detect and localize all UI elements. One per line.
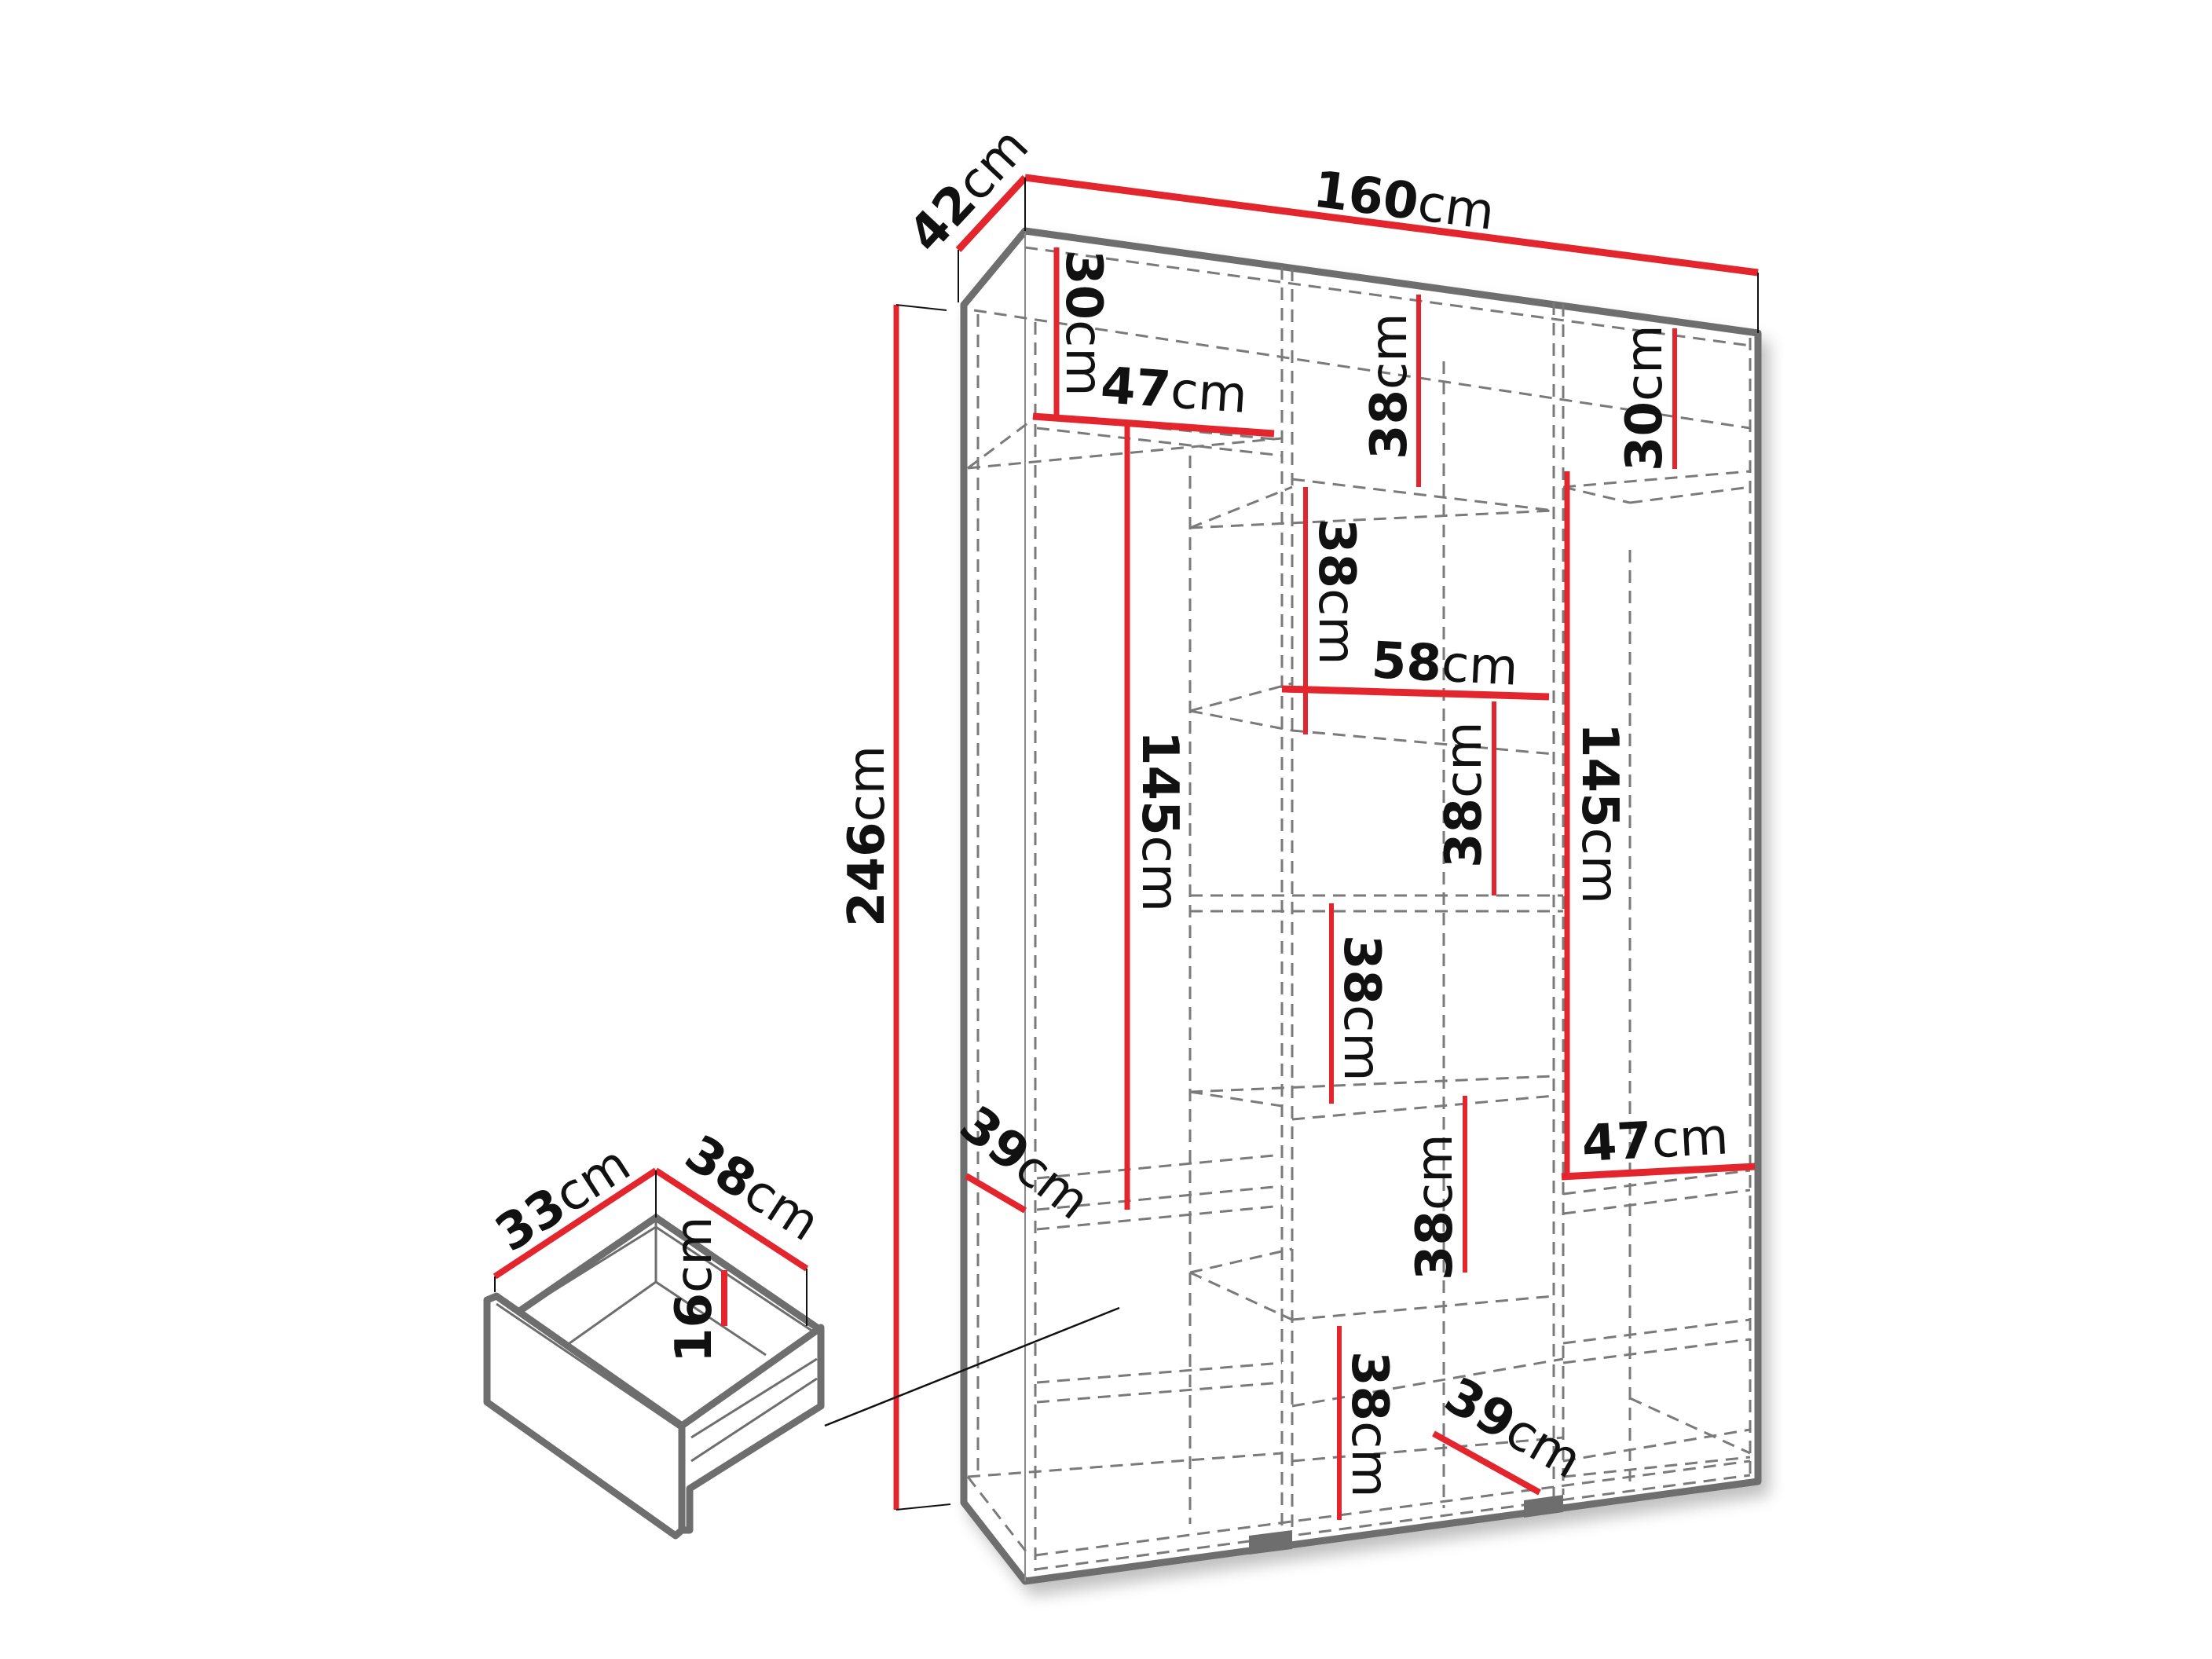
label-right-top-height: 30cm [1616,324,1674,471]
label-left-tall-height: 145cm [1130,731,1188,912]
label-middle-bottom-height: 38cm [1340,1351,1398,1498]
label-middle-fourth-height: 38cm [1332,935,1390,1082]
label-right-lower-shelf-width: 47cm [1580,1108,1730,1174]
drawer-width-line [493,1167,658,1280]
cabinet-feet [1249,1495,1563,1555]
drawer-detail [483,1167,1120,1540]
label-right-tall-height: 145cm [1570,723,1628,904]
extension-lines [895,178,1759,1511]
label-middle-shelf-width: 58cm [1370,632,1519,698]
label-middle-top-height: 38cm [1361,313,1419,460]
label-middle-third-height: 38cm [1435,721,1493,868]
label-left-top-height: 30cm [1054,250,1112,397]
width-dimension-line [1024,174,1759,276]
label-middle-second-height: 38cm [1307,518,1365,665]
label-drawer-height: 16cm [665,1216,723,1363]
label-height: 246cm [838,745,896,927]
depth-dimension-line [955,174,1028,253]
label-left-shelf-width: 47cm [1099,357,1249,425]
cabinet-inner-edge [962,230,1027,306]
drawer-leader-line [824,1306,1120,1427]
label-width: 160cm [1310,160,1498,242]
drawer-depth-line [654,1167,809,1272]
dimension-lines [893,174,1759,1520]
label-middle-fifth-height: 38cm [1406,1133,1464,1280]
